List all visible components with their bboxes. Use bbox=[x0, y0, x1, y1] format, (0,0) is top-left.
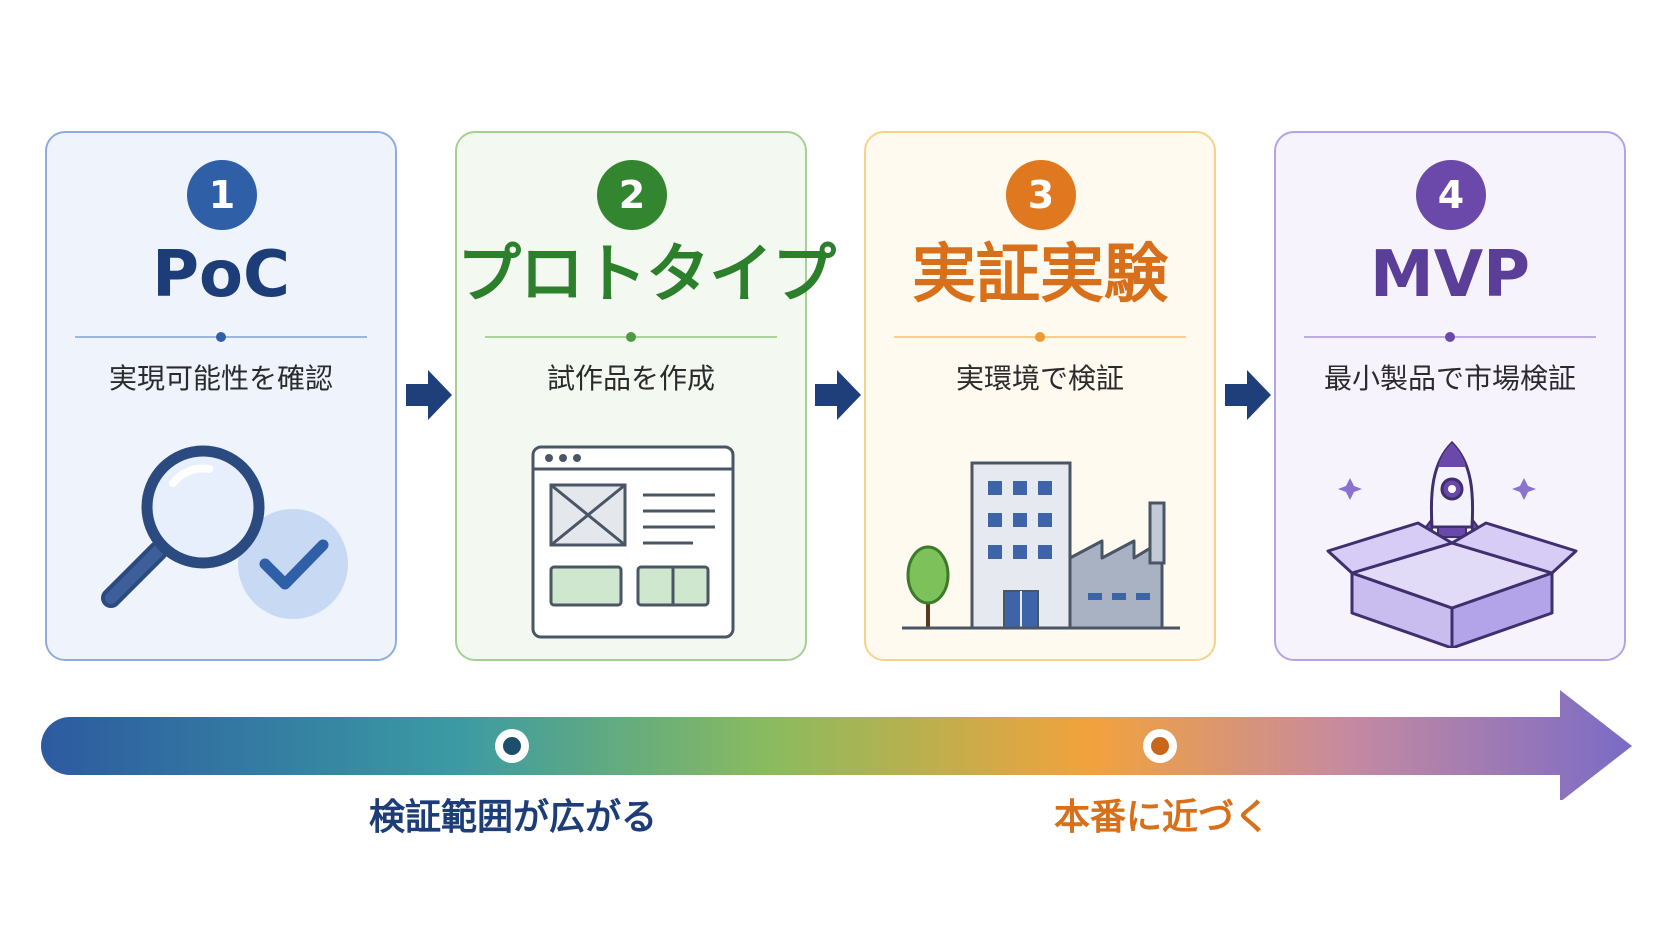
step-arrow-icon bbox=[815, 370, 861, 420]
divider bbox=[485, 332, 777, 342]
step-number-badge: 1 bbox=[187, 160, 257, 230]
wireframe-window-icon bbox=[531, 445, 735, 639]
step-subtitle: 最小製品で市場検証 bbox=[1323, 362, 1576, 395]
timeline-label-production: 本番に近づく bbox=[1053, 797, 1270, 838]
timeline-marker-left bbox=[495, 729, 529, 763]
step-number-badge: 3 bbox=[1006, 160, 1076, 230]
divider bbox=[1304, 332, 1596, 342]
timeline-arrow bbox=[41, 690, 1632, 800]
divider bbox=[75, 332, 367, 342]
timeline-label-scope: 検証範囲が広がる bbox=[368, 797, 657, 838]
step-number-badge: 2 bbox=[597, 160, 667, 230]
timeline-marker-right bbox=[1143, 729, 1177, 763]
step-card-poc: 1 PoC 実現可能性を確認 bbox=[45, 131, 397, 661]
step-subtitle: 試作品を作成 bbox=[546, 362, 715, 395]
magnifier-check-icon bbox=[101, 445, 348, 619]
step-subtitle: 実現可能性を確認 bbox=[108, 362, 333, 395]
rocket-box-icon bbox=[1326, 440, 1578, 648]
step-title: PoC bbox=[152, 238, 290, 312]
step-arrow-icon bbox=[1225, 370, 1271, 420]
step-card-prototype: 2 プロトタイプ 試作品を作成 bbox=[455, 131, 836, 661]
divider bbox=[894, 332, 1186, 342]
step-title: MVP bbox=[1369, 238, 1531, 312]
step-number-badge: 4 bbox=[1416, 160, 1486, 230]
step-title: プロトタイプ bbox=[457, 238, 836, 312]
step-card-mvp: 4 MVP 最小製品で市場検証 bbox=[1274, 131, 1626, 661]
step-title: 実証実験 bbox=[912, 238, 1168, 312]
building-factory-icon bbox=[902, 461, 1180, 630]
step-card-field-test: 3 実証実験 実環境で検証 bbox=[864, 131, 1216, 661]
step-subtitle: 実環境で検証 bbox=[955, 362, 1124, 395]
step-arrow-icon bbox=[406, 370, 452, 420]
